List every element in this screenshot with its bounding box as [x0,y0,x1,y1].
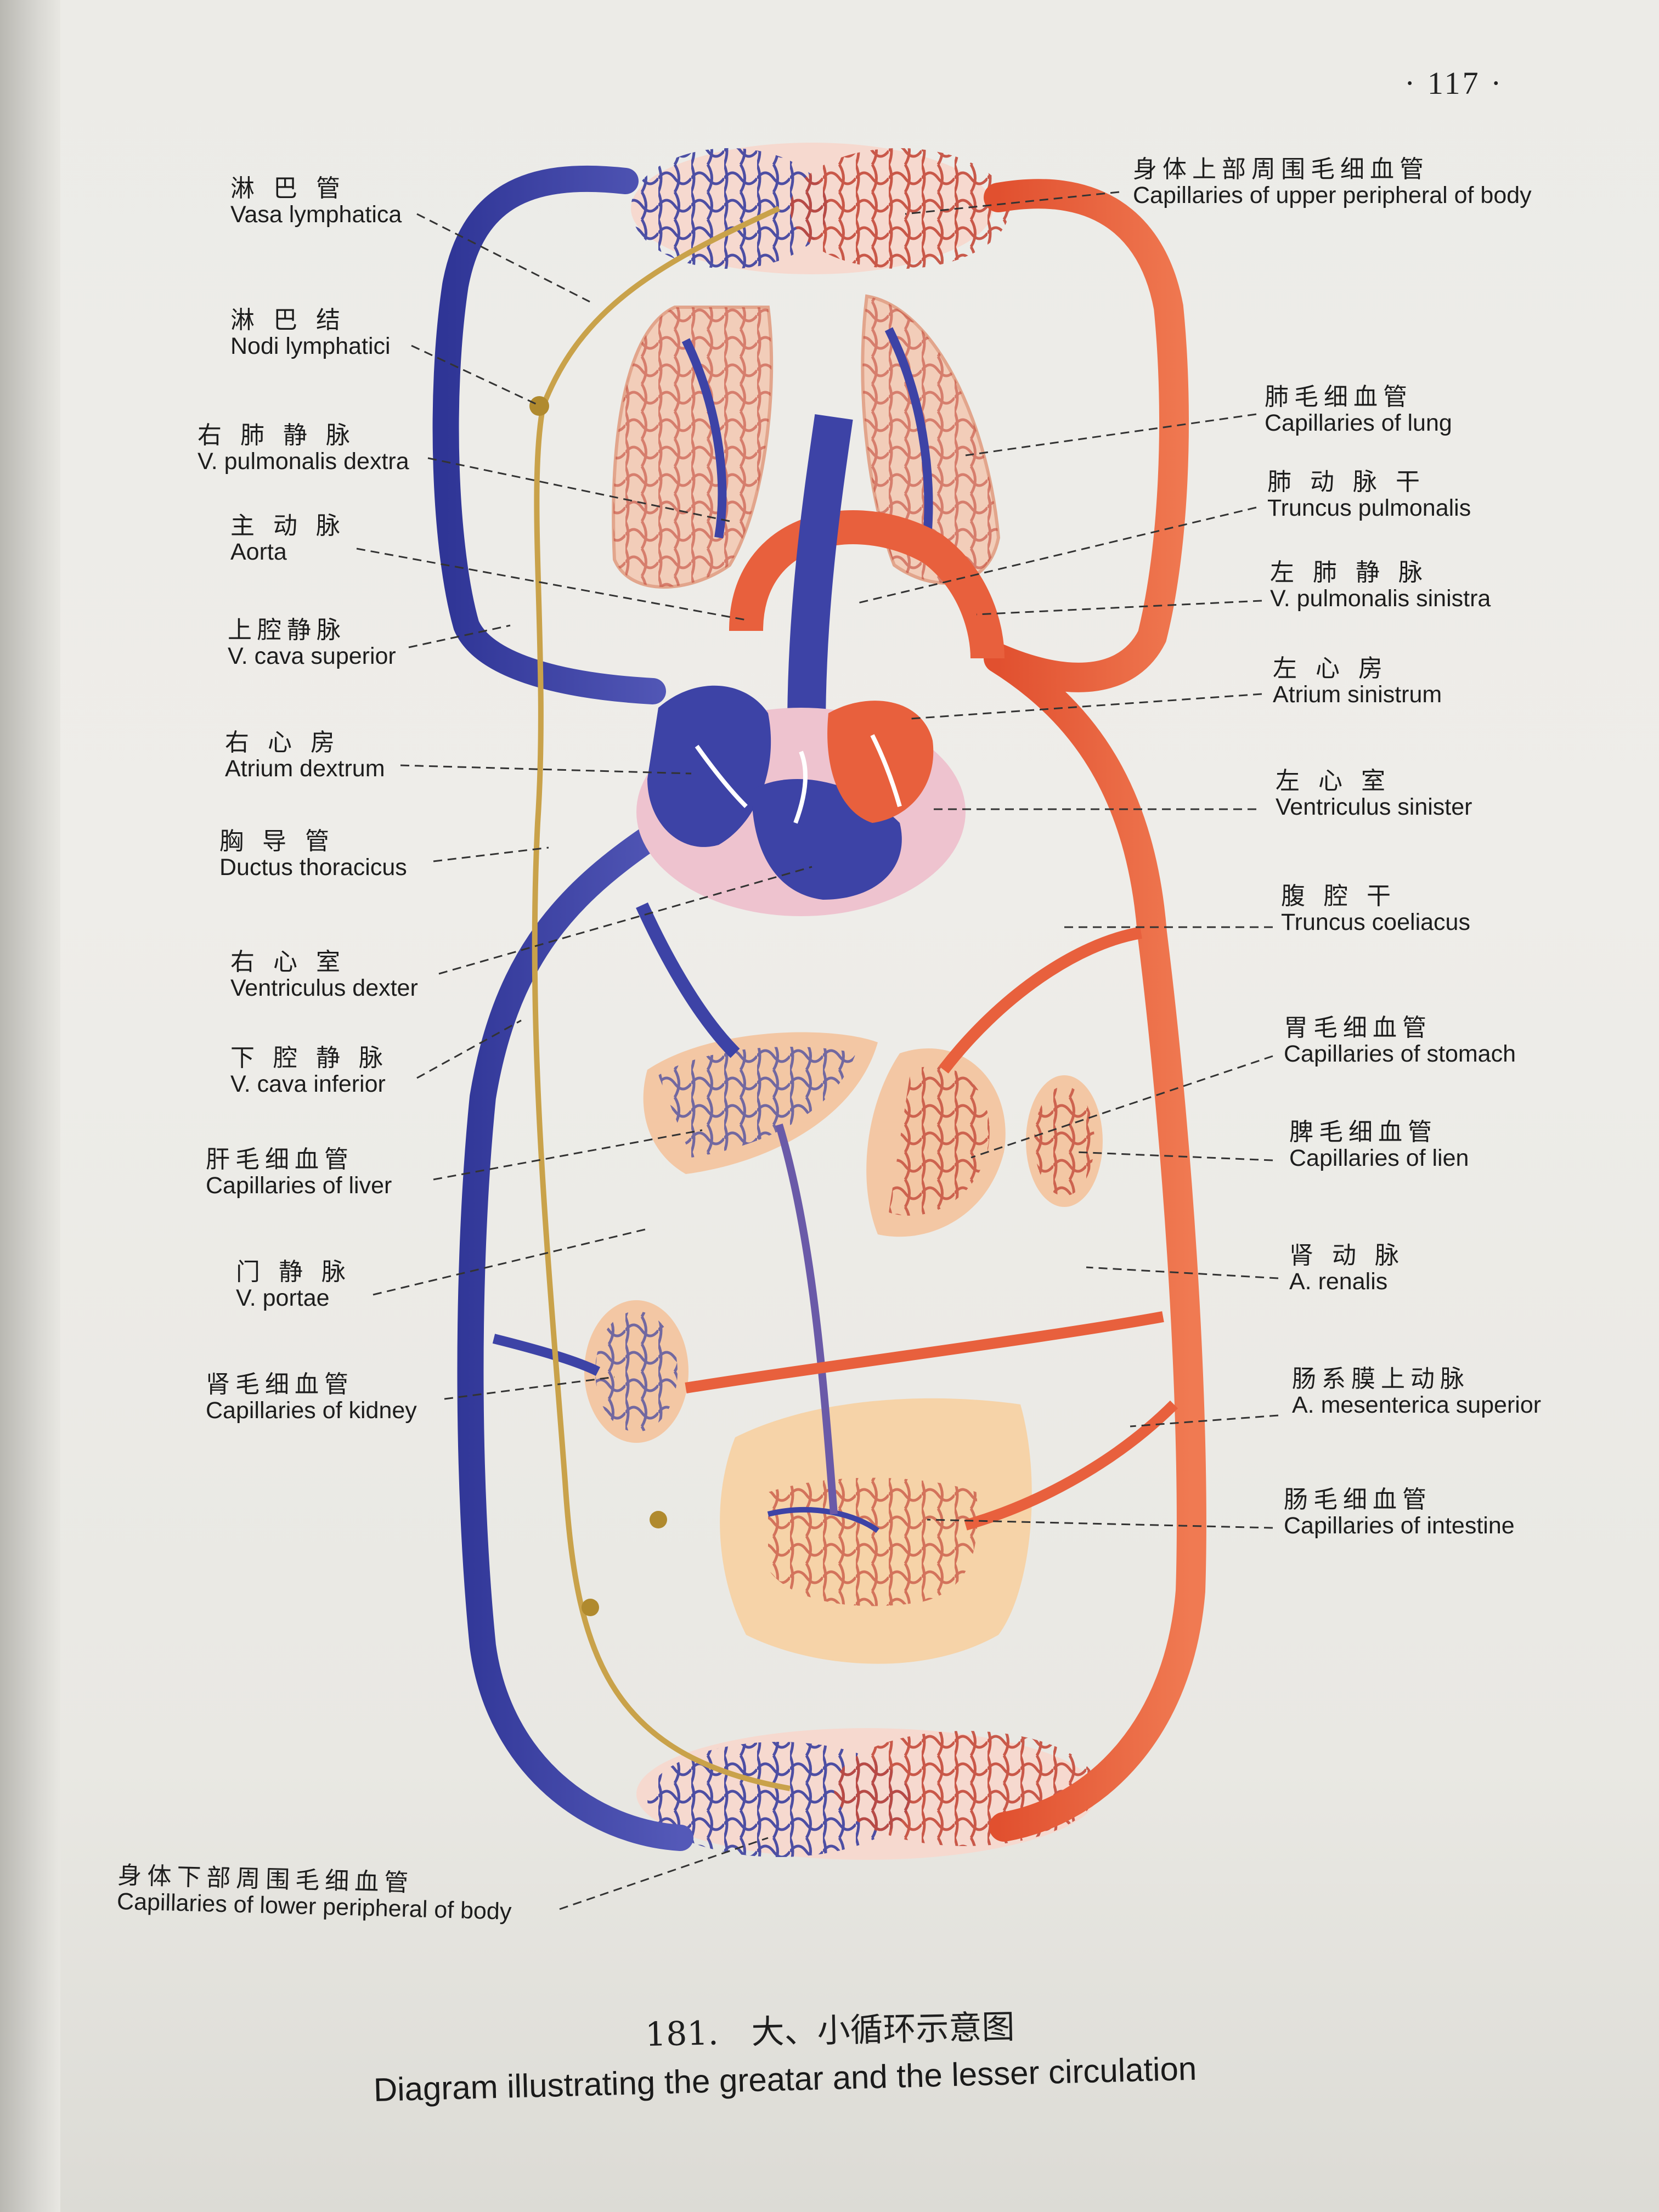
spleen [1026,1075,1103,1207]
liver [643,1032,878,1174]
kidney [584,1300,689,1443]
superior-mesenteric-artery-vessel [964,1400,1178,1531]
systemic-artery-loop [984,179,1206,1842]
upper-capillary-bed [631,143,1009,274]
page-gutter-shadow [0,0,60,2212]
lymph-node [529,396,549,416]
thoracic-duct [532,206,791,1791]
pulmonary-trunk [787,414,853,730]
portal-vein [775,1123,838,1515]
truncus-coeliacus-vessel [939,927,1142,1074]
lower-capillary-bed [636,1728,1097,1860]
lymph-node [650,1511,667,1528]
lungs [612,294,1001,589]
hepatic-vein-vessel [636,902,740,1058]
aortic-arch [729,510,1005,659]
renal-vein-vessel [492,1334,601,1376]
figure-caption-number-title: 181. 大、小循环示意图 [645,2007,1015,2054]
renal-artery-vessel [685,1311,1164,1393]
lymph-node [582,1599,599,1616]
leader-lines [356,191,1279,1910]
stomach [866,1048,1006,1237]
page-number: · 117 · [1404,65,1504,101]
heart [636,685,966,916]
intestine [720,1398,1032,1664]
